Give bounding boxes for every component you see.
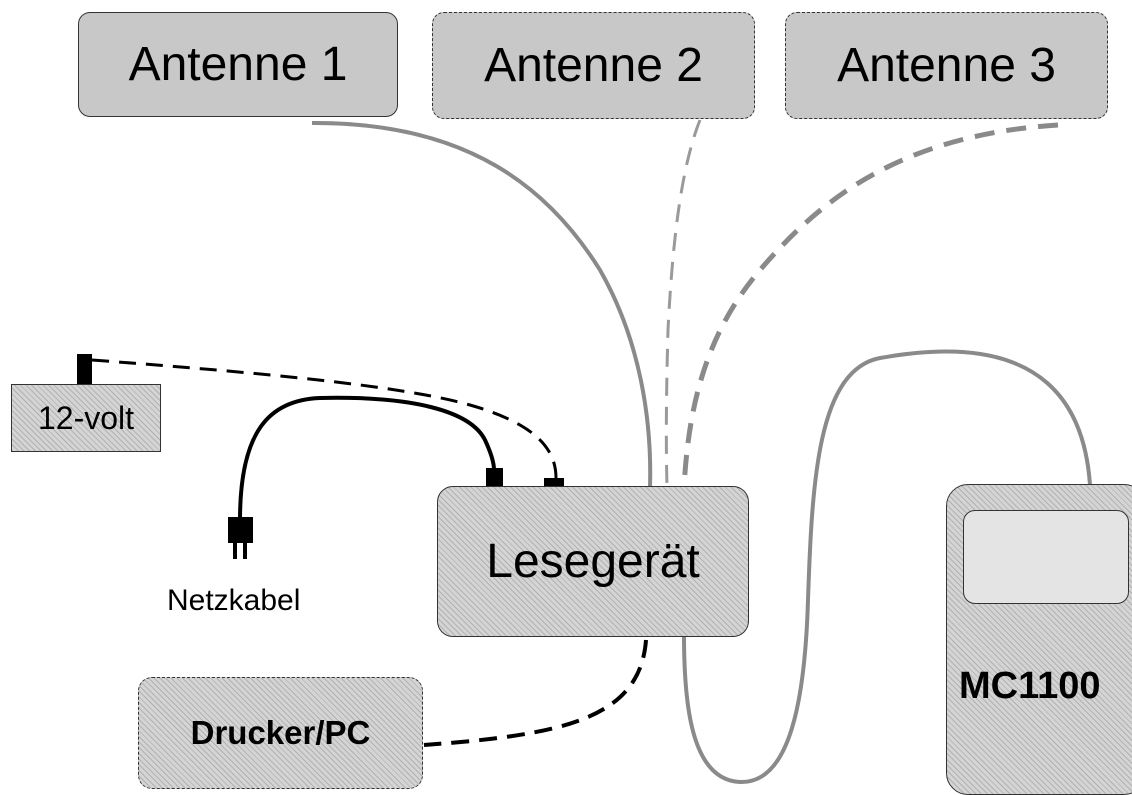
battery-plug-icon (77, 354, 92, 388)
battery-label: 12-volt (37, 399, 135, 436)
antenna-3-cable (681, 122, 1059, 488)
handheld-cable (682, 349, 1092, 785)
antenna-3-box: Antenne 3 (785, 12, 1108, 119)
antenna-1-label: Antenne 1 (128, 38, 348, 91)
plug-pin-left-icon (233, 543, 237, 559)
battery-cable (91, 358, 558, 479)
battery-box: 12-volt (11, 384, 161, 452)
antenna-2-box: Antenne 2 (432, 12, 755, 119)
printer-cable (423, 639, 648, 747)
antenna-2-label: Antenne 2 (484, 39, 703, 92)
antenna-2-cable (664, 119, 702, 488)
handheld-label: MC1100 (959, 665, 1101, 707)
power-cord-label: Netzkabel (167, 584, 301, 617)
reader-box: Lesegerät (437, 486, 749, 637)
printer-pc-label: Drucker/PC (190, 714, 371, 751)
antenna-3-label: Antenne 3 (837, 39, 1056, 92)
handheld-device: MC1100 (946, 484, 1132, 795)
printer-pc-box: Drucker/PC (138, 677, 423, 789)
power-cable (238, 395, 496, 521)
handheld-screen (963, 510, 1129, 604)
antenna-1-box: Antenne 1 (78, 12, 398, 117)
plug-pin-right-icon (243, 543, 247, 559)
antenna-1-cable (311, 120, 653, 488)
power-plug-icon (228, 517, 253, 543)
reader-label: Lesegerät (486, 535, 700, 588)
